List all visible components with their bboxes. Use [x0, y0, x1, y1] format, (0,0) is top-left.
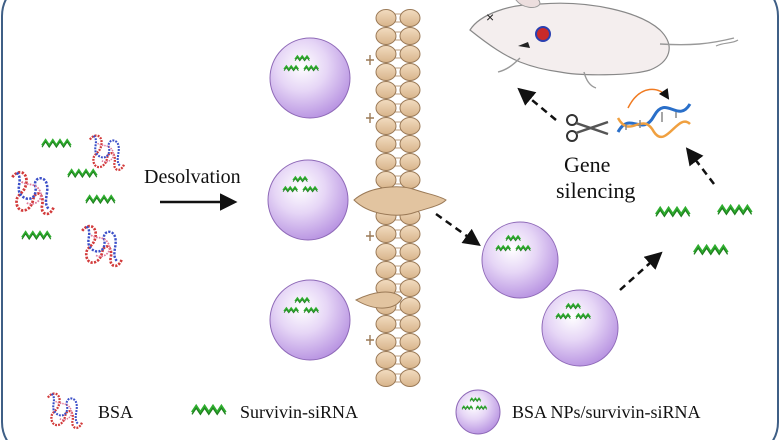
- sirna-icon: [85, 195, 116, 205]
- sirna-icon: [21, 231, 52, 241]
- legend: BSA Survivin-siRNA BSA NPs/survivin-siRN…: [46, 389, 701, 435]
- lipid-head: [375, 243, 397, 261]
- lipid-head: [399, 117, 421, 135]
- desolvation-label: Desolvation: [144, 166, 241, 188]
- lipid-head: [399, 9, 421, 27]
- scissors-icon: [566, 114, 609, 142]
- lipid-head: [399, 243, 421, 261]
- bsa-protein-icon: [80, 224, 124, 268]
- lipid-head: [375, 225, 397, 243]
- lipid-head: [375, 135, 397, 153]
- therapy-arrow: [517, 87, 557, 121]
- silencing-label: silencing: [556, 178, 635, 203]
- lipid-head: [399, 333, 421, 351]
- lipid-head: [375, 261, 397, 279]
- lipid-head: [375, 99, 397, 117]
- internalized-nanoparticle: [541, 289, 619, 367]
- lipid-head: [375, 27, 397, 45]
- released-sirna: [654, 204, 753, 256]
- lipid-head: [399, 171, 421, 189]
- nanoparticle-icon: [267, 159, 349, 241]
- lipid-head: [399, 369, 421, 387]
- lipid-head: [399, 99, 421, 117]
- legend-nanoparticle-icon: [455, 389, 501, 435]
- legend-sirna-icon: [190, 404, 227, 416]
- sirna-icon: [67, 169, 98, 179]
- dna-helix-icon: [616, 88, 692, 139]
- legend-nps-label: BSA NPs/survivin-siRNA: [512, 402, 701, 422]
- silencing-arrow: [685, 147, 715, 185]
- lipid-head: [399, 81, 421, 99]
- sirna-icon: [716, 204, 753, 216]
- lipid-head: [375, 369, 397, 387]
- legend-bsa-label: BSA: [98, 402, 133, 422]
- surface-receptor: [366, 335, 374, 345]
- sirna-icon: [41, 139, 72, 149]
- gene-label: Gene: [564, 152, 610, 177]
- release-arrow: [619, 251, 663, 291]
- nanoparticle-column: [267, 37, 351, 361]
- surface-receptor: [366, 55, 374, 65]
- lipid-head: [399, 63, 421, 81]
- lipid-head: [375, 333, 397, 351]
- sirna-icon: [654, 206, 691, 218]
- lipid-head: [375, 171, 397, 189]
- lipid-head: [399, 315, 421, 333]
- lipid-head: [399, 279, 421, 297]
- internalized-nanoparticle: [481, 221, 559, 299]
- svg-text:×: ×: [486, 9, 494, 25]
- nanoparticle-icon: [269, 279, 351, 361]
- lipid-head: [375, 153, 397, 171]
- lipid-head: [399, 27, 421, 45]
- sirna-icon: [692, 244, 729, 256]
- lipid-head: [375, 63, 397, 81]
- bsa-protein-icon: [10, 170, 56, 216]
- surface-receptor: [366, 231, 374, 241]
- membrane-receptor-protein: [354, 291, 403, 309]
- legend-sirna-label: Survivin-siRNA: [240, 402, 358, 422]
- lipid-head: [399, 45, 421, 63]
- lipid-head: [399, 135, 421, 153]
- lipid-head: [399, 297, 421, 315]
- nanoparticle-icon: [269, 37, 351, 119]
- lipid-head: [375, 117, 397, 135]
- lipid-head: [375, 45, 397, 63]
- lipid-head: [399, 261, 421, 279]
- lipid-head: [399, 225, 421, 243]
- lipid-head: [375, 351, 397, 369]
- lipid-head: [375, 9, 397, 27]
- uptake-arrow: [435, 212, 481, 247]
- legend-bsa-icon: [46, 392, 84, 430]
- lipid-head: [375, 81, 397, 99]
- membrane-channel-protein: [353, 186, 447, 216]
- surface-receptor: [366, 113, 374, 123]
- lipid-head: [399, 351, 421, 369]
- lipid-head: [375, 315, 397, 333]
- lipid-head: [399, 153, 421, 171]
- mouse-icon: ×: [469, 0, 739, 89]
- bsa-protein-icon: [88, 134, 126, 172]
